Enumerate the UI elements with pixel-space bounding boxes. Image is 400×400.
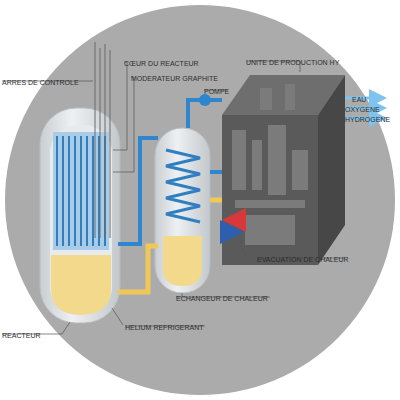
part-label: OXYGENE [345, 106, 380, 113]
exchanger-coil [166, 150, 200, 222]
return-pipe [210, 170, 222, 174]
unit-side [318, 75, 345, 265]
leader-lines [2, 61, 345, 334]
fuel-columns [57, 136, 105, 246]
label-holder: ECHANGEUR DE CHALEUR [176, 287, 268, 305]
hot-pipe-unit [210, 198, 222, 203]
label-holder: POMPE [204, 80, 229, 98]
part-label: HYDROGENE [345, 116, 390, 123]
unit-front [222, 115, 318, 265]
part-label: CŒUR DU REACTEUR [124, 60, 199, 67]
hot-pipe [118, 246, 158, 292]
pump-symbol [199, 94, 211, 106]
label-holder: REACTEUR [2, 324, 41, 342]
part-label: ECHANGEUR DE CHALEUR [176, 295, 268, 302]
label-holder: ARRES DE CONTROLE [2, 71, 79, 89]
reactor-inner [50, 125, 112, 315]
cold-pipe [118, 138, 158, 244]
part-label: EVACUATION DE CHALEUR [257, 256, 349, 263]
label-holder: OXYGENE [345, 98, 380, 116]
control-rods [95, 42, 110, 238]
exchanger-hot-zone [163, 236, 202, 286]
part-label: ARRES DE CONTROLE [2, 79, 79, 86]
label-holder: HELIUM REFRIGERANT [125, 316, 204, 334]
label-holder: EAU [352, 88, 366, 106]
part-label: REACTEUR [2, 332, 41, 339]
reactor-vessel [40, 108, 120, 323]
part-label: POMPE [204, 88, 229, 95]
part-label: EAU [352, 96, 366, 103]
part-label: UNITE DE PRODUCTION HY [246, 59, 339, 66]
background-disc [5, 5, 395, 395]
part-label: MODERATEUR GRAPHITE [131, 75, 218, 82]
helium-coolant [51, 255, 111, 315]
part-label: HELIUM REFRIGERANT [125, 324, 204, 331]
reactor-core [53, 132, 109, 250]
heat-exchanger [155, 128, 210, 293]
label-holder: MODERATEUR GRAPHITE [131, 67, 218, 85]
label-holder: CŒUR DU REACTEUR [124, 52, 199, 70]
label-holder: EVACUATION DE CHALEUR [257, 248, 349, 266]
label-holder: HYDROGENE [345, 108, 390, 126]
heat-in-arrow [226, 230, 240, 234]
label-holder: UNITE DE PRODUCTION HY [246, 51, 339, 69]
unit-machinery [232, 84, 308, 245]
heat-out-arrow [226, 218, 240, 222]
